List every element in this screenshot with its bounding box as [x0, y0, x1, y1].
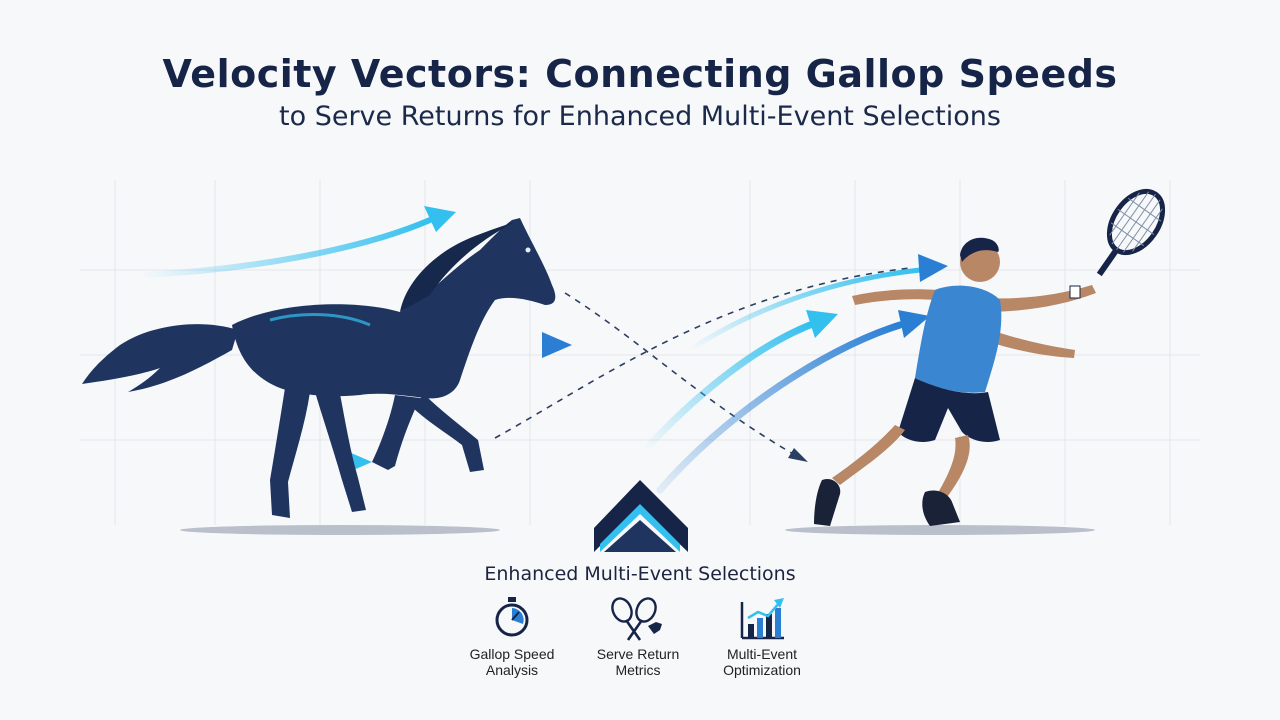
player-arrow-top: [687, 267, 923, 353]
feature-multi-event: Multi-Event Optimization: [682, 596, 842, 678]
horse-tail: [82, 324, 238, 392]
trajectory-player-to-horse: [494, 267, 911, 439]
feature-label: Gallop Speed Analysis: [469, 646, 555, 678]
horse-ground-shadow: [180, 525, 500, 535]
horse-highlight: [269, 313, 371, 327]
tennis-racket: [1096, 188, 1166, 277]
horse-mane: [400, 222, 515, 312]
player-hair: [960, 237, 999, 262]
horse-body: [232, 218, 556, 399]
stopwatch-icon: [495, 597, 529, 637]
horse-front-leg-2: [372, 395, 420, 470]
player-wristband: [1069, 285, 1081, 299]
player-arrow-mid-head: [806, 310, 838, 338]
player-arrow-low: [656, 321, 904, 494]
feature-label: Serve Return Metrics: [596, 646, 680, 678]
horse-front-leg-1: [410, 395, 484, 472]
player-back-arm: [852, 289, 938, 305]
player-racket-arm: [985, 285, 1096, 312]
horse-top-arrowhead: [424, 206, 456, 232]
player-shirt: [915, 285, 1002, 393]
player-arrow-low-head: [898, 310, 930, 338]
player-velocity-arrows: [641, 254, 948, 494]
trajectory-horse-to-player: [564, 292, 796, 456]
player-arrow-top-head: [918, 254, 948, 282]
player-front-leg: [935, 435, 970, 500]
player-back-leg: [832, 425, 905, 485]
player-ground-shadow: [785, 525, 1095, 535]
tennis-player-illustration: [814, 188, 1166, 526]
horse-back-leg-2: [315, 392, 366, 512]
galloping-horse-illustration: [82, 218, 556, 518]
feature-gallop-speed: Gallop Speed Analysis: [432, 596, 592, 678]
rising-bar-chart-icon: [740, 598, 784, 640]
page-title: Velocity Vectors: Connecting Gallop Spee…: [162, 52, 1118, 96]
upward-chevron-logo: [594, 480, 688, 552]
player-back-shoe: [814, 478, 841, 526]
player-arrow-mid: [641, 321, 814, 454]
crossing-trajectories: [494, 267, 911, 456]
player-front-shoe: [922, 490, 960, 526]
horse-mid-arrowhead: [542, 332, 572, 358]
tennis-rackets-horse-icon: [611, 597, 662, 641]
player-lower-arm: [962, 320, 1075, 358]
horse-eye: [525, 247, 531, 253]
page-subtitle: to Serve Returns for Enhanced Multi-Even…: [279, 101, 1001, 132]
horse-top-arrow: [137, 217, 433, 278]
feature-serve-return: Serve Return Metrics: [558, 596, 718, 678]
horse-back-leg-1: [270, 388, 310, 518]
trajectory-arrowhead: [788, 448, 808, 462]
player-shorts: [898, 378, 1000, 443]
hub-title: Enhanced Multi-Event Selections: [484, 563, 796, 585]
feature-label: Multi-Event Optimization: [723, 646, 801, 678]
